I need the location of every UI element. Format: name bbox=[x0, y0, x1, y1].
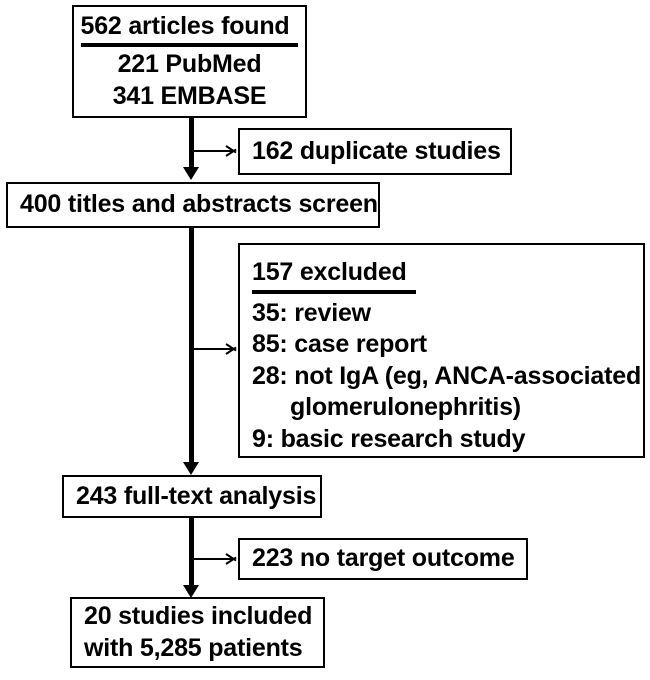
studies-included-patients: with 5,285 patients bbox=[84, 633, 303, 662]
node-articles-found: 562 articles found 221 PubMed 341 EMBASE bbox=[72, 5, 307, 118]
node-titles-abstracts-screen: 400 titles and abstracts screen bbox=[6, 182, 380, 228]
studies-included-count: 20 studies included bbox=[84, 602, 313, 630]
arrowhead-to-duplicates bbox=[226, 144, 237, 158]
articles-found-header-row: 562 articles found bbox=[74, 11, 305, 48]
full-text-analysis-label: 243 full-text analysis bbox=[76, 481, 317, 510]
node-excluded: 157 excluded 35: review 85: case report … bbox=[238, 243, 645, 458]
connector-to-duplicates bbox=[191, 150, 233, 152]
arrowhead-identified-to-screened bbox=[183, 167, 199, 180]
arrowhead-fulltext-to-included bbox=[183, 585, 199, 598]
duplicate-studies-label: 162 duplicate studies bbox=[252, 136, 501, 165]
excluded-reason-case-report: 85: case report bbox=[252, 330, 427, 358]
articles-found-pubmed: 221 PubMed bbox=[117, 50, 262, 79]
arrowhead-to-no-target-outcome bbox=[226, 552, 237, 566]
excluded-reason-not-iga-continued: glomerulonephritis) bbox=[290, 393, 521, 421]
excluded-reason-review: 35: review bbox=[252, 298, 371, 327]
connector-identified-to-screened bbox=[189, 117, 194, 169]
node-full-text-analysis: 243 full-text analysis bbox=[62, 475, 322, 518]
excluded-reason-not-iga: 28: not IgA (eg, ANCA-associated bbox=[252, 361, 642, 390]
excluded-header: 157 excluded bbox=[252, 257, 416, 294]
articles-found-embase: 341 EMBASE bbox=[112, 81, 267, 110]
titles-abstracts-screen-label: 400 titles and abstracts screen bbox=[20, 190, 378, 219]
connector-screened-to-fulltext bbox=[189, 228, 194, 464]
excluded-reason-basic-research: 9: basic research study bbox=[252, 424, 526, 453]
excluded-header-row: 157 excluded bbox=[240, 257, 643, 294]
node-duplicate-studies: 162 duplicate studies bbox=[238, 128, 512, 175]
articles-found-header: 562 articles found bbox=[80, 11, 299, 48]
node-studies-included: 20 studies included with 5,285 patients bbox=[70, 597, 325, 668]
arrowhead-screened-to-fulltext bbox=[183, 462, 199, 475]
node-no-target-outcome: 223 no target outcome bbox=[238, 538, 528, 580]
connector-to-excluded bbox=[191, 348, 233, 350]
no-target-outcome-label: 223 no target outcome bbox=[252, 544, 515, 573]
connector-to-no-target-outcome bbox=[191, 558, 233, 560]
connector-fulltext-to-included bbox=[189, 518, 194, 588]
arrowhead-to-excluded bbox=[226, 342, 237, 356]
